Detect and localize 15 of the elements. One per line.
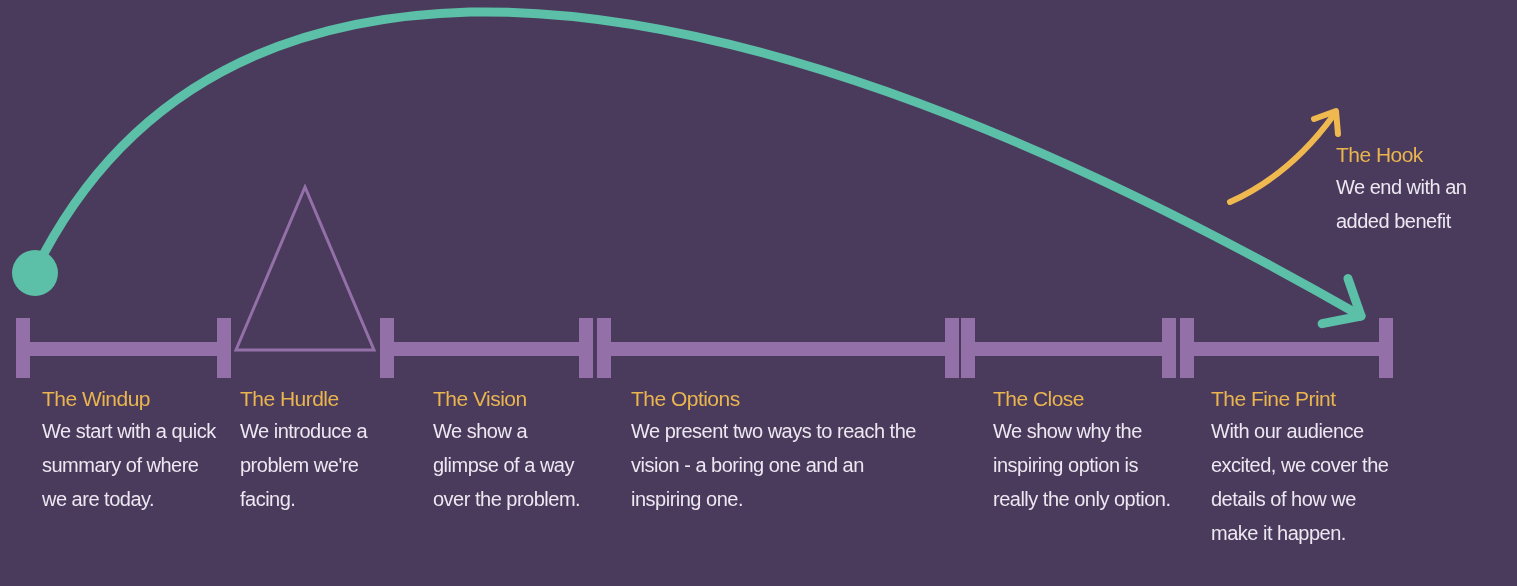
section-description: With our audience excited, we cover the details of how we make it happen. — [1211, 419, 1390, 546]
section-heading: The Fine Print — [1211, 386, 1337, 412]
curved-arrow — [39, 7, 1366, 329]
section-heading: The Close — [993, 386, 1085, 412]
section-description: We show a glimpse of a way over the problem. — [433, 419, 582, 512]
section-heading: The Vision — [433, 386, 528, 412]
section-heading: The Hurdle — [240, 386, 340, 412]
section-description: We end with an added benefit — [1336, 175, 1468, 234]
section-description: We introduce a problem we're facing. — [240, 419, 369, 512]
section-description: We present two ways to reach the vision - a boring one and an inspiring one. — [631, 419, 917, 512]
section-heading: The Options — [631, 386, 741, 412]
section-description: We show why the inspiring option is really the only option. — [993, 419, 1172, 512]
section-description: We start with a quick summary of where we are today. — [42, 419, 217, 512]
section-heading: The Hook — [1336, 142, 1424, 168]
section-heading: The Windup — [42, 386, 151, 412]
